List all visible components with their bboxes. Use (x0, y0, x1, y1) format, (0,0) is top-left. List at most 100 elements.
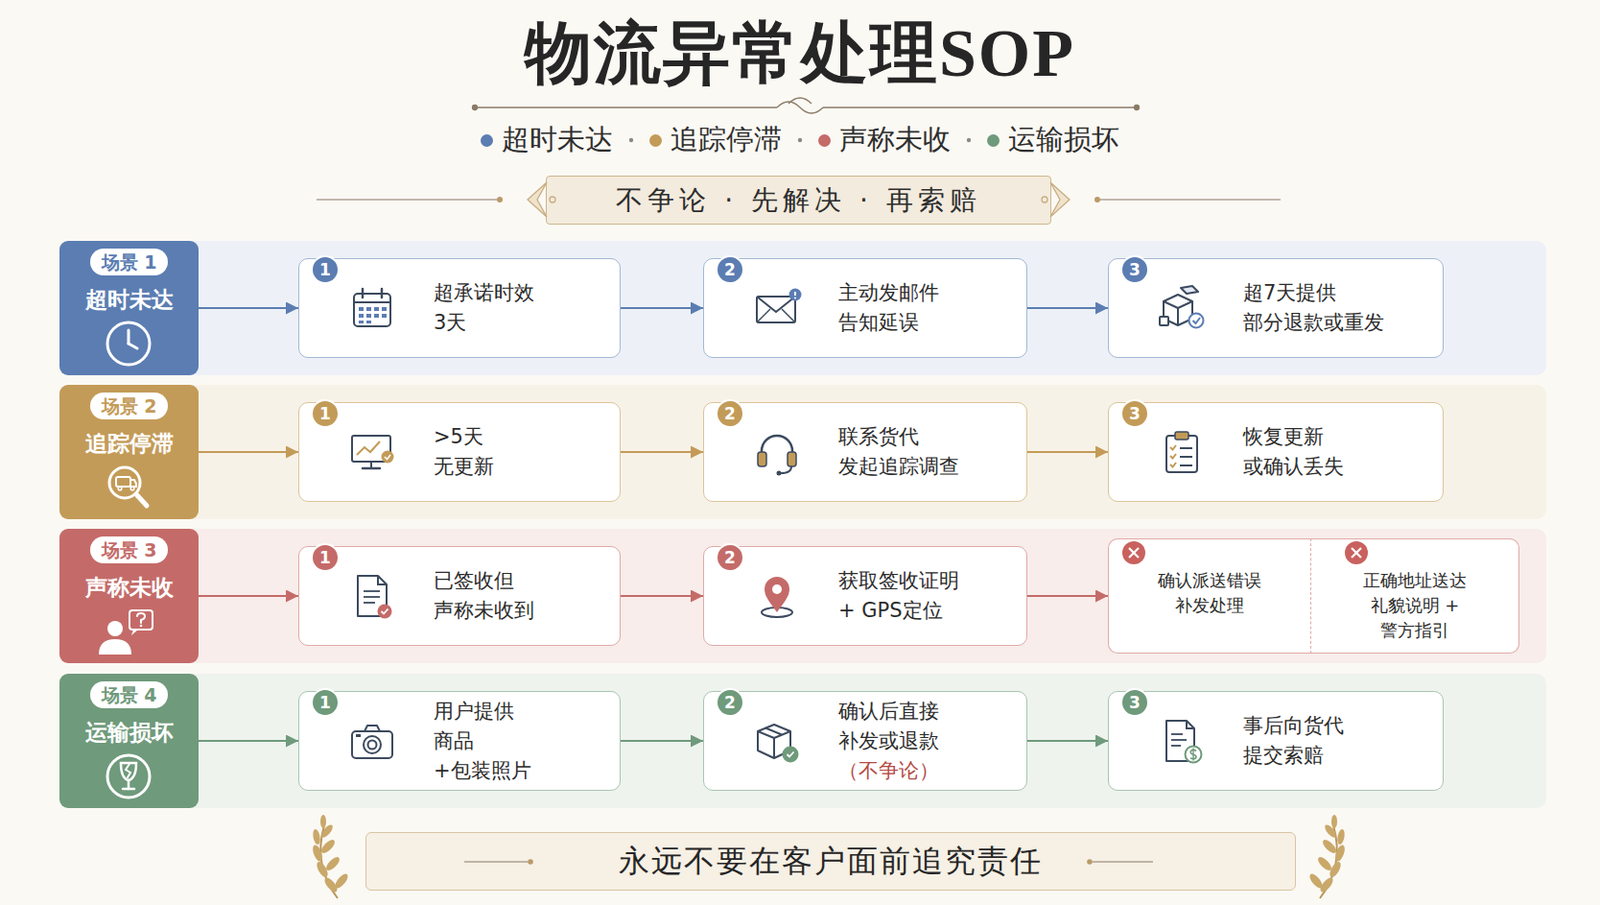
legend-swatch (818, 134, 831, 147)
step-number-text: 2 (724, 261, 736, 279)
step-text-group: 获取签收证明 + GPS定位 (838, 565, 968, 626)
checklist-icon (1166, 431, 1198, 472)
flow-arrow (620, 739, 704, 742)
scenario-title: 超时未达 (85, 284, 174, 314)
scenario-tag: 场景 3 (90, 536, 169, 564)
separator-dot (798, 138, 802, 142)
step-text: 联系货代 发起追踪调查 (838, 422, 960, 482)
scenario-title: 追踪停滞 (85, 428, 174, 458)
step-note: （不争论） (838, 755, 940, 786)
step-text: 恢复更新 或确认丢失 (1243, 422, 1344, 482)
package-icon (1159, 285, 1204, 329)
title-ornament (472, 97, 1140, 114)
step-number: 2 (715, 255, 745, 284)
step-number: 3 (1120, 687, 1150, 717)
flow-arrow (1027, 306, 1108, 309)
legend-text: 运输损坏 (1008, 120, 1120, 160)
step-number-text: 3 (1129, 405, 1141, 423)
legend-item: 追踪停滞 (649, 120, 782, 160)
rule-banner: 永远不要在客户面前追究责任 (365, 831, 1296, 891)
step-number: 1 (310, 399, 340, 428)
scenario-title: 声称未收 (85, 572, 174, 602)
step-number-text: 2 (724, 405, 736, 423)
location-pin-icon (761, 576, 793, 617)
step-number: 2 (715, 399, 745, 428)
step-number: 1 (310, 255, 340, 284)
scenario-tag: 场景 2 (90, 392, 169, 420)
document-icon (357, 575, 393, 619)
outcome-box: 确认派送错误 补发处理 (1107, 538, 1311, 654)
step-box: 超承诺时效 3天 1 (298, 258, 621, 358)
step-box: 已签收但 声称未收到 1 (298, 545, 621, 646)
step-text-group: 恢复更新 或确认丢失 (1243, 422, 1344, 482)
step-number: 1 (310, 687, 340, 717)
step-text: 主动发邮件 告知延误 (838, 278, 940, 338)
outcome-box: 正确地址送达 礼貌说明 + 警方指引 (1310, 538, 1520, 654)
flow-arrow (1027, 739, 1108, 742)
step-text: 用户提供 商品+包装照片 (433, 696, 532, 786)
calendar-icon (353, 288, 391, 327)
legend: 超时未达追踪停滞 声称未收 运输损坏 (0, 121, 1600, 159)
step-text: >5天 无更新 (433, 422, 495, 482)
legend-item: 超时未达 (480, 120, 613, 160)
flow-arrow (620, 594, 704, 597)
step-number-text: 1 (319, 694, 331, 711)
headset-icon (757, 435, 797, 476)
step-text: 超7天提供 部分退款或重发 (1243, 278, 1385, 338)
outcome-text-group: 正确地址送达 礼貌说明 + 警方指引 (1311, 567, 1519, 643)
search-truck-icon (109, 467, 147, 506)
flow-arrow (1027, 450, 1108, 453)
step-number-text: 1 (319, 261, 331, 279)
scenario-tag: 场景 4 (90, 681, 169, 708)
motto-banner: 不争论 · 先解决 · 再索赔 (545, 175, 1052, 225)
camera-icon (352, 725, 393, 758)
step-box: 恢复更新 或确认丢失 3 (1107, 401, 1444, 502)
step-box: 用户提供 商品+包装照片 1 (298, 690, 621, 791)
x-mark (1344, 541, 1368, 565)
step-box: 超7天提供 部分退款或重发3 (1107, 258, 1444, 358)
fragile-icon (107, 754, 150, 798)
legend-separator (628, 137, 635, 143)
scenario-box: 场景 1 超时未达 (59, 240, 199, 376)
step-text: 获取签收证明 + GPS定位 (838, 565, 968, 626)
step-text-group: 已签收但 声称未收到 (433, 565, 535, 626)
step-number-text: 1 (319, 405, 331, 423)
step-box: 获取签收证明 + GPS定位 2 (703, 545, 1028, 646)
legend-item: 运输损坏 (987, 120, 1120, 160)
flow-arrow (620, 306, 704, 309)
legend-swatch (649, 134, 662, 147)
banner-text: 不争论 · 先解决 · 再索赔 (615, 182, 981, 219)
page-title: 物流异常处理SOP (0, 9, 1600, 98)
separator-dot (966, 138, 971, 142)
flow-arrow (198, 450, 299, 453)
step-number: 2 (715, 687, 745, 717)
scenario-tag: 场景 1 (90, 248, 169, 276)
step-box: 主动发邮件 告知延误 2 (703, 258, 1028, 358)
banner-text: 永远不要在客户面前追究责任 (618, 840, 1043, 883)
step-text: 事后向货代 提交索赔 (1243, 710, 1344, 771)
outcome-text-group: 确认派送错误 补发处理 (1108, 567, 1311, 618)
scenario-box: 场景 3 声称未收 (59, 528, 199, 663)
step-box: 联系货代 发起追踪调查 2 (703, 401, 1028, 502)
step-box: 确认后直接 补发或退款（不争论） 2 (703, 690, 1028, 791)
legend-text: 声称未收 (839, 120, 951, 160)
step-text-group: 用户提供 商品+包装照片 (433, 696, 532, 786)
banner-ornament (316, 182, 1281, 217)
step-number: 1 (310, 542, 340, 572)
step-number-text: 2 (724, 549, 736, 566)
step-number: 2 (715, 542, 745, 572)
separator-dot (629, 138, 634, 142)
step-number-text: 2 (724, 694, 736, 711)
step-text: 超承诺时效 3天 (433, 278, 535, 338)
step-text: 已签收但 声称未收到 (433, 565, 535, 626)
flow-arrow (198, 739, 299, 742)
laurel (1307, 814, 1347, 898)
legend-separator (797, 137, 803, 143)
flow-arrow (198, 306, 299, 309)
step-text: 确认后直接 补发或退款 (838, 696, 940, 756)
laurel (310, 814, 351, 898)
flow-arrow (1027, 594, 1108, 597)
outcome-text: 确认派送错误 补发处理 (1157, 567, 1262, 618)
customer-question-icon (98, 610, 153, 655)
